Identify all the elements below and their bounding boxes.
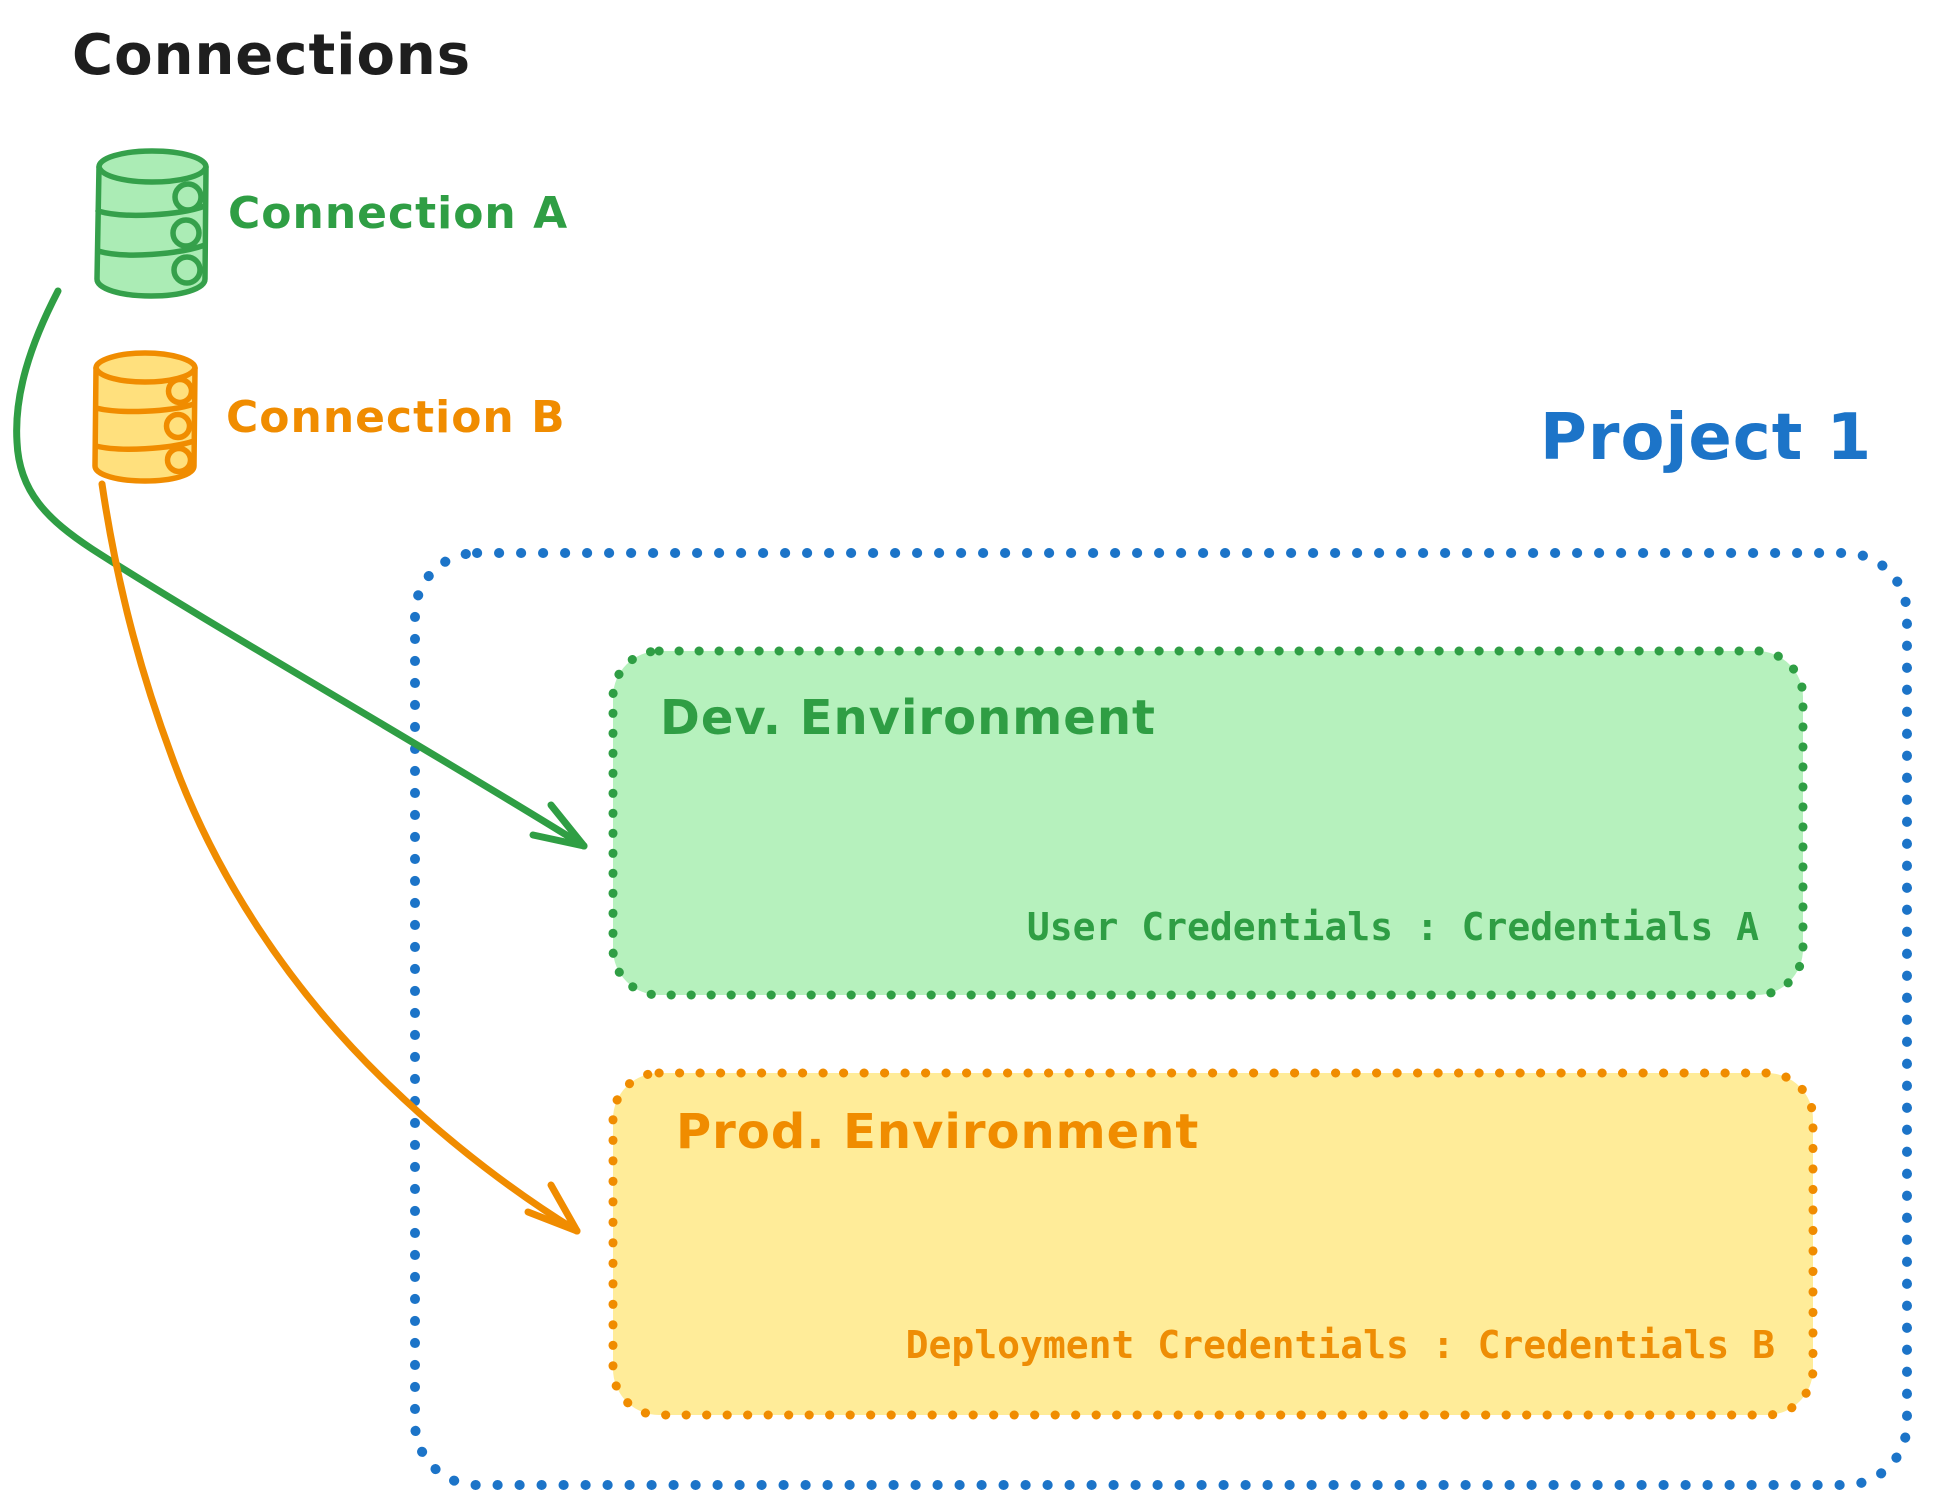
prod-environment-box xyxy=(608,1068,1818,1420)
arrow-connection-b-to-prod xyxy=(98,480,581,1235)
prod-environment-credentials: Deployment Credentials : Credentials B xyxy=(905,1323,1775,1367)
dev-environment-title: Dev. Environment xyxy=(660,690,1156,746)
project-1-label: Project 1 xyxy=(1540,401,1873,475)
connection-a-label: Connection A xyxy=(228,188,569,239)
arrow-connection-a-to-dev xyxy=(13,287,588,850)
dev-environment-credentials: User Credentials : Credentials A xyxy=(1026,905,1759,949)
database-icon-connection-b xyxy=(92,350,198,484)
connections-title: Connections xyxy=(72,23,472,88)
connection-b-label: Connection B xyxy=(226,392,566,443)
prod-environment-title: Prod. Environment xyxy=(676,1104,1200,1160)
database-icon-connection-a xyxy=(94,148,209,299)
dev-environment-box xyxy=(608,646,1808,1000)
project-1-container-box xyxy=(410,548,1912,1490)
